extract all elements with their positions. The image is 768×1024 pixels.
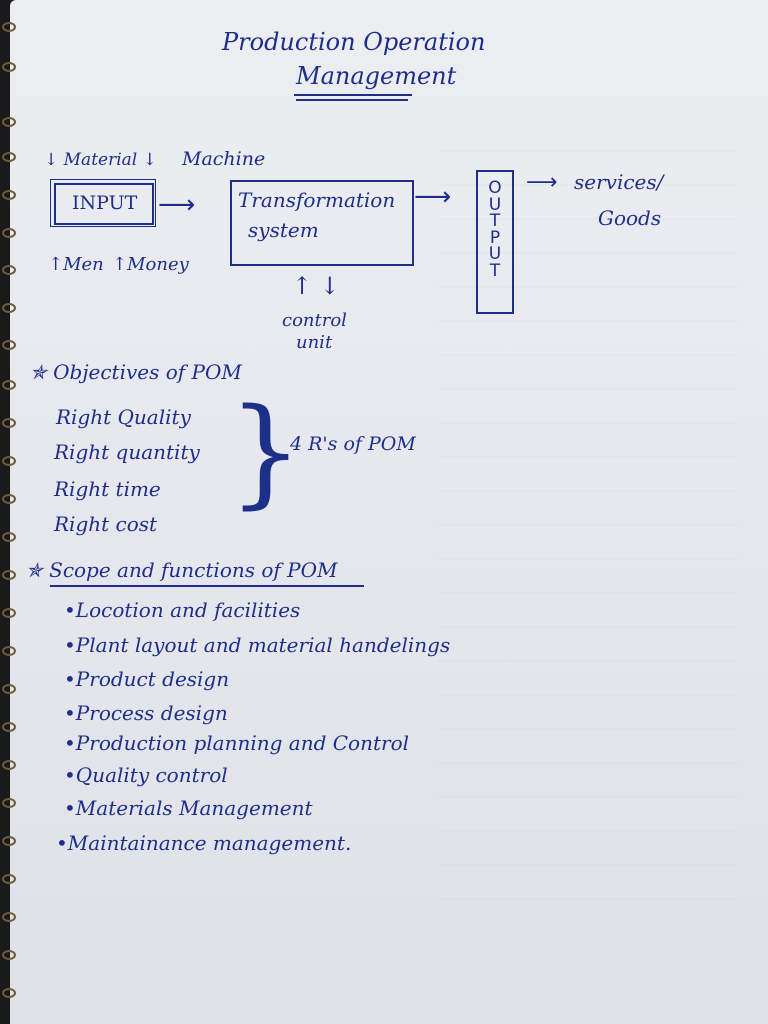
money-label: ↑Money <box>112 254 189 275</box>
objective-item: Right cost <box>54 512 158 536</box>
curly-brace: } <box>228 382 304 520</box>
scope-item: •Quality control <box>64 763 228 787</box>
binding-ring <box>2 117 16 127</box>
output-letter: U <box>488 194 502 215</box>
arrow-right-icon: ⟶ <box>526 170 558 195</box>
binding-ring <box>2 380 16 390</box>
transformation-label-line2: system <box>248 218 319 242</box>
output-box: O U T P U T <box>476 170 514 314</box>
binding-ring <box>2 760 16 770</box>
scope-item: •Production planning and Control <box>64 731 409 755</box>
arrow-right-icon: ⟶ <box>158 190 196 220</box>
scope-heading-underline <box>50 585 364 587</box>
goods-label: Goods <box>598 206 662 230</box>
machine-label: Machine <box>182 148 266 170</box>
binding-ring <box>2 22 16 32</box>
input-box: INPUT <box>54 183 154 225</box>
binding-ring <box>2 228 16 238</box>
scope-item: •Plant layout and material handelings <box>64 633 451 657</box>
output-letter: T <box>489 260 501 281</box>
scope-item: •Materials Management <box>64 796 313 820</box>
binding-ring <box>2 418 16 428</box>
services-label: services/ <box>574 170 664 194</box>
output-letter: P <box>489 227 501 248</box>
input-box-outer <box>50 179 156 227</box>
objective-item: Right Quality <box>56 405 191 429</box>
men-label: ↑Men <box>48 254 104 275</box>
objective-item: Right quantity <box>54 440 200 464</box>
scope-item: •Maintainance management. <box>56 831 352 855</box>
binding-ring <box>2 532 16 542</box>
binding-ring <box>2 988 16 998</box>
scope-item: •Locotion and facilities <box>64 598 301 622</box>
objectives-heading: ✯ Objectives of POM <box>30 360 242 384</box>
page-title-line2: Management <box>296 62 457 90</box>
binding-ring <box>2 798 16 808</box>
binding-ring <box>2 152 16 162</box>
binding-ring <box>2 722 16 732</box>
arrow-right-icon: ⟶ <box>414 182 452 212</box>
binding-ring <box>2 456 16 466</box>
binding-ring <box>2 303 16 313</box>
title-underline <box>294 94 412 96</box>
title-underline <box>296 99 408 101</box>
binding-ring <box>2 950 16 960</box>
binding-ring <box>2 340 16 350</box>
binding-ring <box>2 836 16 846</box>
output-letter: U <box>488 244 502 264</box>
objective-item: Right time <box>54 477 161 501</box>
binding-ring <box>2 494 16 504</box>
transformation-box: Transformation system <box>230 180 414 266</box>
binding-ring <box>2 684 16 694</box>
binding-ring <box>2 874 16 884</box>
scope-heading: ✯ Scope and functions of POM <box>26 558 338 582</box>
binding-ring <box>2 190 16 200</box>
transformation-label-line1: Transformation <box>238 188 396 212</box>
output-letter: O <box>488 178 502 198</box>
scope-item: •Product design <box>64 667 230 691</box>
binding-ring <box>2 265 16 275</box>
page-title-line1: Production Operation <box>222 28 486 56</box>
scope-item: •Process design <box>64 701 228 725</box>
binding-ring <box>2 912 16 922</box>
output-letter: T <box>489 211 501 231</box>
control-arrows: ↑ ↓ <box>292 272 340 300</box>
input-box-label: INPUT <box>72 192 138 214</box>
binding-ring <box>2 570 16 580</box>
binding-ring <box>2 608 16 618</box>
show-through-writing <box>438 150 738 930</box>
binding-ring <box>2 646 16 656</box>
binding-ring <box>2 62 16 72</box>
notebook-page <box>10 0 768 1024</box>
control-label-line1: control <box>282 310 347 331</box>
four-rs-label: 4 R's of POM <box>290 433 416 455</box>
control-label-line2: unit <box>296 332 333 353</box>
material-label: ↓ Material ↓ <box>44 150 157 170</box>
